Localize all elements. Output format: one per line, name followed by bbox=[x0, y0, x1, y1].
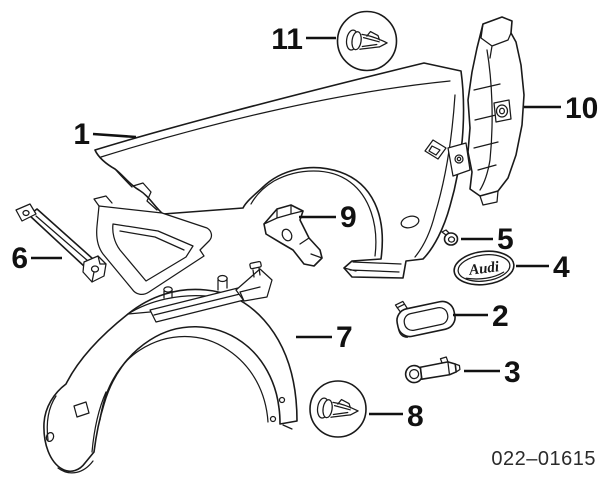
liner-bolt-stem bbox=[252, 267, 261, 278]
liner-bolt-stud bbox=[249, 260, 262, 278]
liner-bolt-cap bbox=[249, 260, 262, 270]
callout-labels: 1 2 3 4 5 6 7 8 9 10 11 bbox=[11, 23, 598, 433]
bulb-holder bbox=[404, 356, 461, 384]
callout-label-4: 4 bbox=[553, 251, 570, 284]
bracket9-hole bbox=[281, 228, 293, 242]
grommet-tab bbox=[441, 229, 450, 236]
fender-side-bracket-hole-inner bbox=[456, 156, 462, 162]
liner-shell bbox=[43, 288, 298, 472]
seal-inner bbox=[403, 306, 449, 332]
fender-rear-edge-line bbox=[414, 94, 456, 258]
holder-body bbox=[419, 361, 457, 380]
rivet-8-shank bbox=[330, 398, 359, 418]
callout-label-3: 3 bbox=[504, 356, 521, 389]
fender-outline bbox=[94, 62, 465, 279]
callout-label-2: 2 bbox=[492, 300, 509, 333]
rivet-11-shank bbox=[359, 30, 388, 50]
bracket9-top-face bbox=[263, 204, 323, 259]
rivet-11-head-inner bbox=[351, 31, 362, 51]
callout-label-8: 8 bbox=[407, 400, 424, 433]
liner-stud-2 bbox=[217, 274, 228, 291]
emblem-underline bbox=[465, 271, 505, 280]
liner-stud-1-cap bbox=[163, 286, 173, 293]
liner-foot-hole bbox=[45, 431, 55, 443]
side-marker-seal bbox=[394, 300, 456, 338]
emblem-inner-ring bbox=[457, 254, 511, 282]
drawing-code: 022–01615 bbox=[491, 448, 596, 470]
guide-bracket-channel bbox=[479, 49, 493, 191]
seal-3d-edge bbox=[397, 328, 409, 338]
guide-bracket-ribs bbox=[473, 83, 501, 171]
strut-top-plate bbox=[15, 203, 37, 222]
liner-rail-head-fold bbox=[239, 286, 261, 302]
callout-label-5: 5 bbox=[497, 223, 514, 256]
liner-foot-notch bbox=[73, 401, 90, 418]
emblem-outer-ring bbox=[453, 250, 515, 286]
audi-emblem: Audi bbox=[453, 250, 515, 286]
fender-panel bbox=[93, 62, 471, 296]
guide-bracket-foot-tab bbox=[479, 190, 499, 206]
fender-diamond-hole bbox=[424, 139, 447, 160]
fender-oval-hole bbox=[400, 215, 420, 229]
grommet-hole bbox=[447, 236, 456, 243]
fender-headlamp-plate-inner bbox=[112, 223, 194, 282]
seal-nub bbox=[394, 300, 409, 312]
rivet-8-circle bbox=[309, 380, 367, 438]
fender-hood-flange-line bbox=[100, 80, 451, 158]
rivet-8-icon bbox=[316, 397, 359, 419]
mounting-bracket bbox=[263, 204, 323, 267]
liner-panel-notch bbox=[282, 424, 293, 430]
guide-bracket-hole bbox=[495, 104, 509, 118]
wheel-housing-liner bbox=[43, 260, 298, 474]
fender-wheel-arch-inner-line bbox=[250, 170, 377, 257]
liner-stud-2-cap bbox=[217, 274, 228, 283]
rivet-detail-top bbox=[336, 10, 398, 72]
grommet-nut bbox=[441, 229, 459, 246]
grommet-body bbox=[443, 232, 459, 246]
brace-strut bbox=[15, 203, 107, 283]
callout-label-9: 9 bbox=[340, 201, 357, 234]
guide-bracket-hook-lines bbox=[480, 23, 512, 59]
holder-head-inner bbox=[409, 368, 420, 380]
fender-plate-tab bbox=[93, 195, 113, 207]
seal-outer bbox=[396, 300, 456, 338]
emblem-text: Audi bbox=[467, 259, 501, 279]
rivet-11-circle bbox=[336, 10, 398, 72]
callout-label-1: 1 bbox=[73, 118, 90, 151]
bracket9-outline bbox=[263, 204, 323, 267]
rivet-detail-bottom bbox=[309, 380, 367, 438]
liner-top-rail-inner bbox=[127, 293, 241, 316]
fender-side-bracket bbox=[447, 142, 471, 177]
liner-stud-1 bbox=[163, 286, 173, 299]
liner-panel-hole-1 bbox=[278, 396, 286, 404]
strut-bottom-hole bbox=[90, 265, 100, 273]
liner-foot-lip bbox=[46, 395, 94, 474]
fender-lower-bracket-lines bbox=[343, 261, 402, 273]
strut-bar-inner bbox=[35, 215, 89, 262]
fender-front-beak-lines bbox=[114, 168, 158, 211]
callout-label-10: 10 bbox=[565, 92, 598, 125]
strut-bottom-folds bbox=[91, 255, 107, 283]
leader-1 bbox=[92, 132, 137, 139]
liner-panel-hole-2 bbox=[269, 415, 277, 423]
guide-bracket-hole-inner bbox=[498, 107, 506, 115]
callout-label-6: 6 bbox=[11, 242, 28, 275]
guide-bracket-boss bbox=[493, 99, 512, 123]
holder-details bbox=[419, 356, 461, 380]
strut-top-hole bbox=[22, 209, 30, 217]
guide-bracket-rail bbox=[467, 16, 525, 206]
callout-label-7: 7 bbox=[336, 321, 353, 354]
fender-side-bracket-hole bbox=[454, 154, 464, 164]
fender-headlamp-plate bbox=[96, 205, 213, 296]
rivet-8-head-inner bbox=[322, 399, 333, 419]
callout-label-11: 11 bbox=[271, 23, 303, 56]
callout-leaders bbox=[31, 36, 561, 416]
liner-inner-arch-lines bbox=[91, 295, 269, 453]
rivet-11-icon bbox=[345, 29, 388, 51]
